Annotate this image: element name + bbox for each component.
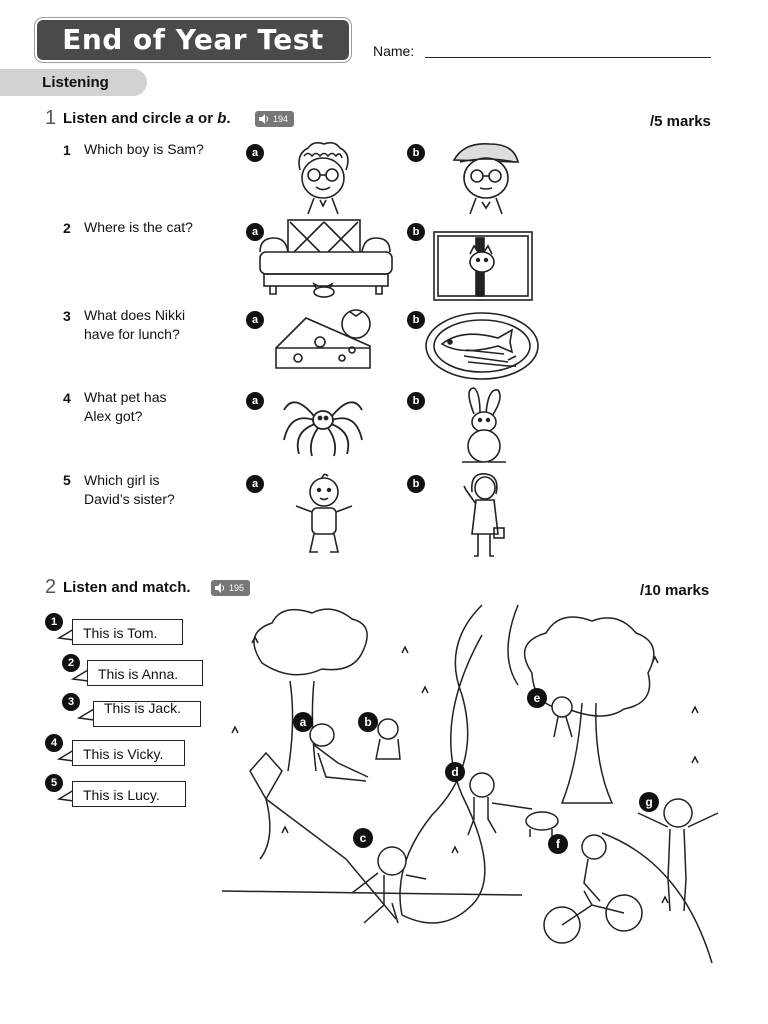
scene-label[interactable]: d [445, 762, 465, 782]
question-line: Which boy is Sam? [84, 141, 204, 157]
track-number: 195 [229, 583, 245, 593]
question-line: David’s sister? [84, 491, 175, 507]
option-a-badge[interactable]: a [246, 311, 264, 329]
spider-picture[interactable] [280, 390, 366, 462]
exercise-1-marks: /5 marks [650, 113, 711, 130]
scene-label[interactable]: g [639, 792, 659, 812]
question-line: have for lunch? [84, 326, 180, 342]
cheese-and-tomato-picture[interactable] [272, 306, 376, 372]
question-line: Which girl is [84, 472, 160, 488]
park-scene-illustration [221, 604, 719, 964]
question-number: 1 [63, 142, 71, 158]
bubble-number: 1 [45, 613, 63, 631]
option-a-badge[interactable]: a [246, 392, 264, 410]
girl-waving-picture[interactable] [458, 470, 508, 562]
heading-end: . [226, 110, 231, 127]
speaker-icon [259, 114, 269, 124]
exercise-2-heading: Listen and match. [63, 579, 191, 596]
plate-of-fish-and-carrots-picture[interactable] [424, 310, 546, 382]
bubble-number: 3 [62, 693, 80, 711]
bubble-tail [76, 708, 95, 721]
heading-a: a [185, 110, 194, 127]
question-number: 5 [63, 472, 71, 488]
question-number: 3 [63, 308, 71, 324]
scene-label[interactable]: f [548, 834, 568, 854]
option-a-badge[interactable]: a [246, 144, 264, 162]
question-number: 2 [63, 220, 71, 236]
scene-label[interactable]: e [527, 688, 547, 708]
question-line: What does Nikki [84, 307, 186, 323]
exercise-1-number: 1 [45, 107, 57, 129]
speech-bubble[interactable]: This is Vicky. [72, 740, 185, 766]
park-path [399, 604, 486, 924]
heading-b: b [217, 110, 227, 127]
exercise-2-marks: /10 marks [640, 582, 710, 599]
boy-curly-hair-glasses-picture[interactable] [292, 140, 354, 215]
audio-track-195[interactable]: 195 [211, 580, 251, 596]
option-b-badge[interactable]: b [407, 475, 425, 493]
section-tab [0, 69, 147, 96]
question-text: Which girl is David’s sister? [84, 471, 244, 509]
question-number: 4 [63, 390, 71, 406]
cat-in-glass-box-picture[interactable] [432, 230, 534, 302]
bubble-number: 2 [62, 654, 80, 672]
exercise-2-number: 2 [45, 576, 57, 598]
question-text: Where is the cat? [84, 218, 244, 237]
option-b-badge[interactable]: b [407, 223, 425, 241]
name-label: Name: [373, 43, 415, 59]
bubble-tail [70, 669, 89, 682]
baby-girl-picture[interactable] [292, 472, 356, 558]
boy-cap-glasses-picture[interactable] [450, 140, 522, 215]
scene-label[interactable]: a [293, 712, 313, 732]
speech-bubble[interactable]: This is Jack. [93, 701, 201, 727]
question-text: What does Nikki have for lunch? [84, 306, 244, 344]
exercise-1-heading: Listen and circle a or b. [63, 110, 231, 127]
section-title: Listening [42, 74, 109, 91]
option-b-badge[interactable]: b [407, 392, 425, 410]
track-number: 194 [273, 114, 289, 124]
title-banner [37, 20, 349, 60]
name-field[interactable] [425, 57, 711, 58]
bubble-tail [56, 749, 75, 762]
bubble-tail [56, 789, 75, 802]
audio-track-194[interactable]: 194 [255, 111, 295, 127]
speech-bubble[interactable]: This is Lucy. [72, 781, 186, 807]
bubble-tail [56, 628, 75, 641]
option-a-badge[interactable]: a [246, 475, 264, 493]
question-line: What pet has [84, 389, 167, 405]
option-b-badge[interactable]: b [407, 144, 425, 162]
speech-bubble[interactable]: This is Anna. [87, 660, 203, 686]
rabbit-picture[interactable] [456, 386, 512, 468]
speaker-icon [215, 583, 225, 593]
bubble-number: 4 [45, 734, 63, 752]
kite [249, 751, 283, 801]
page-title: End of Year Test [62, 23, 324, 56]
sofa-with-cat-underneath-picture[interactable] [256, 218, 396, 300]
bubble-number: 5 [45, 774, 63, 792]
scene-label[interactable]: b [358, 712, 378, 732]
option-b-badge[interactable]: b [407, 311, 425, 329]
heading-or: or [193, 110, 218, 127]
heading-text: Listen and circle [63, 110, 186, 127]
question-line: Alex got? [84, 408, 143, 424]
question-line: Where is the cat? [84, 219, 193, 235]
speech-bubble[interactable]: This is Tom. [72, 619, 183, 645]
right-tree-canopy [523, 616, 655, 717]
question-text: Which boy is Sam? [84, 140, 244, 159]
scene-label[interactable]: c [353, 828, 373, 848]
left-tree-canopy [253, 608, 368, 676]
option-a-badge[interactable]: a [246, 223, 264, 241]
